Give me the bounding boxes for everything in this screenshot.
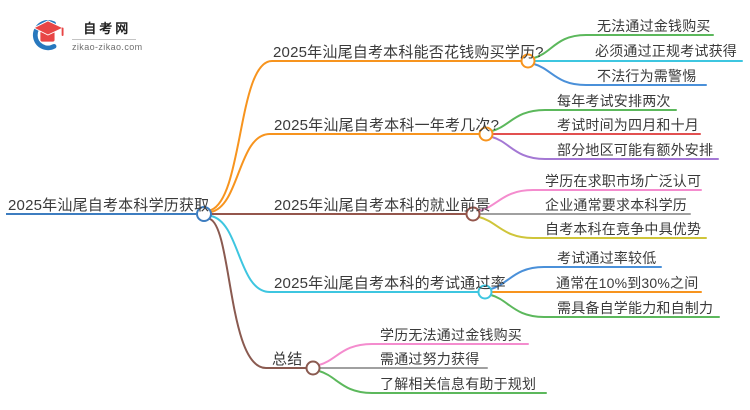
branch-2-child-3-line xyxy=(491,136,719,160)
site-name: 自考网 xyxy=(83,21,132,36)
branch-1-label: 2025年汕尾自考本科能否花钱购买学历? xyxy=(273,44,544,61)
branch-4-label: 2025年汕尾自考本科的考试通过率 xyxy=(274,275,506,292)
root-node-point xyxy=(196,206,212,222)
branch-1-child-3-label: 不法行为需警惕 xyxy=(597,68,697,84)
branch-1-child-2-label: 必须通过正规考试获得 xyxy=(595,43,737,59)
site-url: zikao-zikao.com xyxy=(72,42,143,52)
branch-2-node-point xyxy=(478,126,494,142)
branch-4-child-2-label: 通常在10%到30%之间 xyxy=(556,275,699,291)
branch-3-child-1-label: 学历在求职市场广泛认可 xyxy=(545,173,702,189)
branch-5-child-1-label: 学历无法通过金钱购买 xyxy=(380,327,522,343)
branch-4-child-1-label: 考试通过率较低 xyxy=(557,250,657,266)
branch-2-child-2-label: 考试时间为四月和十月 xyxy=(557,117,699,133)
graduation-cap-icon xyxy=(32,20,65,51)
branch-5-label: 总结 xyxy=(272,351,303,368)
branch-5-child-2-label: 需通过努力获得 xyxy=(380,351,480,367)
branch-5-node-point xyxy=(305,360,321,376)
branch-3-child-2-label: 企业通常要求本科学历 xyxy=(545,197,687,213)
branch-4-child-3-label: 需具备自学能力和自制力 xyxy=(557,300,714,316)
branch-5-child-3-line xyxy=(318,370,547,394)
branch-5-child-1-line xyxy=(318,343,529,366)
branch-1-child-1-line xyxy=(533,34,714,59)
branch-4-node-point xyxy=(477,284,493,300)
logo-divider xyxy=(72,39,136,40)
branch-4-connector-line xyxy=(210,215,479,293)
branch-5-connector-line xyxy=(209,218,307,369)
branch-3-child-1-line xyxy=(478,189,702,212)
branch-1-node-point xyxy=(520,53,536,69)
branch-3-child-3-label: 自考本科在竞争中具优势 xyxy=(545,221,702,237)
root-node-label: 2025年汕尾自考本科学历获取 xyxy=(8,197,210,214)
branch-3-label: 2025年汕尾自考本科的就业前景 xyxy=(274,197,491,214)
branch-3-child-3-line xyxy=(478,216,707,239)
branch-5-child-3-label: 了解相关信息有助于规划 xyxy=(380,376,537,392)
branch-2-child-1-line xyxy=(491,109,677,132)
branch-2-connector-line xyxy=(210,133,480,213)
site-logo: 自考网 zikao-zikao.com xyxy=(28,18,143,52)
branch-1-child-3-line xyxy=(533,63,707,86)
branch-2-child-1-label: 每年考试安排两次 xyxy=(557,93,671,109)
branch-4-child-1-line xyxy=(490,266,662,290)
branch-1-connector-line xyxy=(210,60,522,211)
branch-2-label: 2025年汕尾自考本科一年考几次? xyxy=(274,117,500,134)
branch-2-child-3-label: 部分地区可能有额外安排 xyxy=(557,142,714,158)
branch-3-node-point xyxy=(465,206,481,222)
branch-4-child-3-line xyxy=(490,294,720,318)
branch-1-child-1-label: 无法通过金钱购买 xyxy=(597,18,711,34)
